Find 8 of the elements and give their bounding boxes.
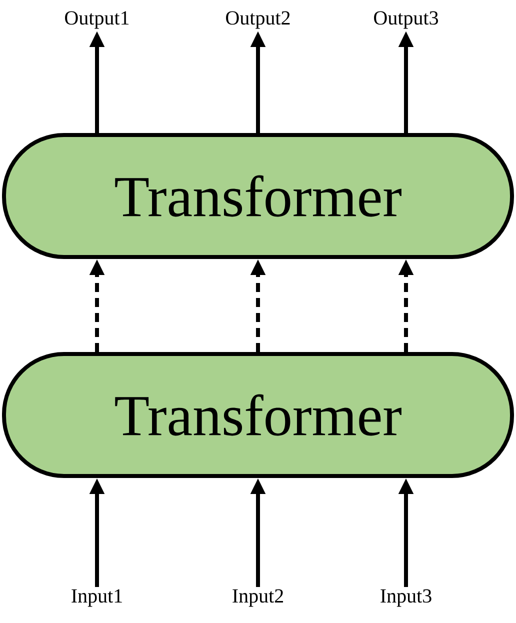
transformer-box: Transformer bbox=[2, 133, 514, 259]
transformer-box: Transformer bbox=[2, 352, 514, 478]
input-label: Input2 bbox=[232, 589, 283, 607]
input-label: Input3 bbox=[380, 589, 432, 607]
output-label: Output1 bbox=[65, 11, 129, 29]
input-label: Input1 bbox=[72, 589, 122, 607]
output-label: Output3 bbox=[374, 11, 438, 29]
output-label: Output2 bbox=[226, 11, 290, 29]
